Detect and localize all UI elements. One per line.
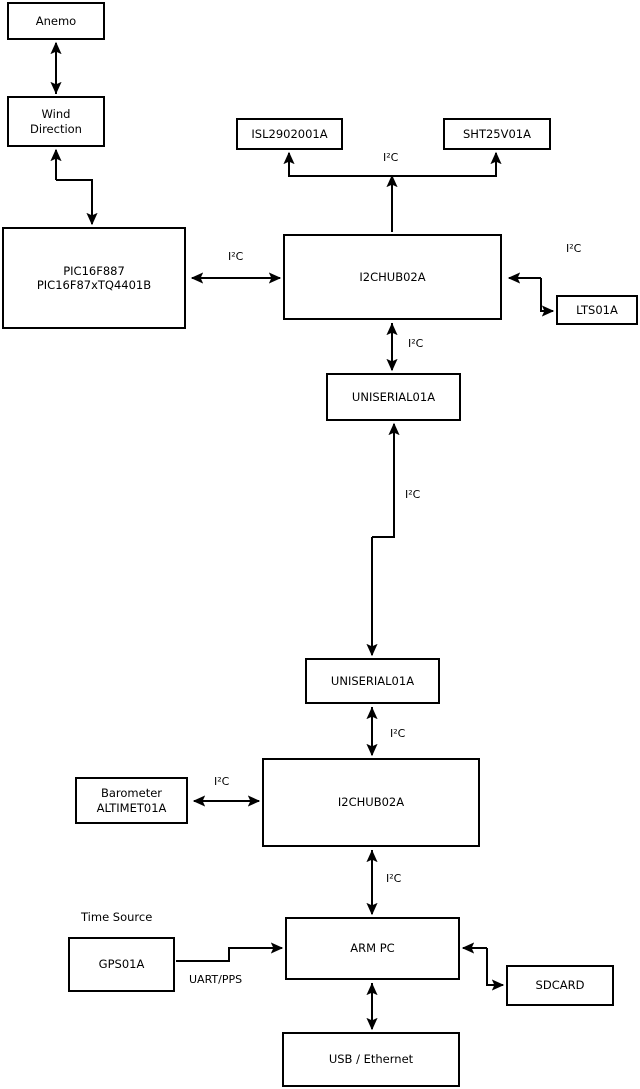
node-anemo-label: Anemo	[35, 13, 77, 28]
node-uniserial01a-upper[interactable]: UNISERIAL01A	[326, 373, 461, 421]
edge-armpc-to-sdcard	[486, 948, 505, 991]
node-i2chub02a-top[interactable]: I2CHUB02A	[283, 234, 502, 320]
node-isl2902001a-label: ISL2902001A	[251, 126, 328, 141]
edge-gps-to-armpc	[176, 942, 284, 962]
node-lts01a-label: LTS01A	[576, 302, 618, 317]
node-usb-ethernet-label: USB / Ethernet	[328, 1052, 414, 1067]
node-usb-ethernet[interactable]: USB / Ethernet	[282, 1032, 460, 1087]
node-sdcard-label: SDCARD	[535, 978, 585, 993]
edge-label-i2c-uniserial-link: I²C	[405, 488, 421, 501]
node-wind-direction-label: Wind Direction	[30, 107, 82, 136]
edge-wind-to-pic	[56, 179, 98, 226]
edge-hub-to-isl	[283, 151, 392, 177]
edge-label-i2c-hub-sensors: I²C	[383, 151, 399, 164]
edge-uniserial-link-up	[372, 422, 400, 538]
node-gps01a-label: GPS01A	[98, 957, 145, 972]
node-anemo[interactable]: Anemo	[7, 2, 105, 40]
edge-hub-to-sht	[392, 151, 502, 177]
label-time-source: Time Source	[81, 910, 153, 924]
node-wind-direction[interactable]: Wind Direction	[7, 96, 105, 147]
node-gps01a[interactable]: GPS01A	[68, 937, 175, 992]
node-i2chub02a-bottom[interactable]: I2CHUB02A	[262, 758, 480, 847]
node-pic-mcu-label: PIC16F887 PIC16F87xTQ4401B	[36, 263, 152, 292]
node-pic-mcu[interactable]: PIC16F887 PIC16F87xTQ4401B	[2, 227, 186, 329]
edge-label-i2c-hub-uniserial: I²C	[408, 337, 424, 350]
edge-label-i2c-hub2-armpc: I²C	[386, 872, 402, 885]
edge-label-i2c-uniserial-hub2: I²C	[390, 727, 406, 740]
node-isl2902001a[interactable]: ISL2902001A	[236, 118, 343, 150]
node-arm-pc[interactable]: ARM PC	[285, 917, 460, 980]
edge-label-i2c-pic-hub: I²C	[228, 250, 244, 263]
edge-label-i2c-baro-hub2: I²C	[214, 775, 230, 788]
node-uniserial01a-lower[interactable]: UNISERIAL01A	[305, 658, 440, 704]
node-lts01a[interactable]: LTS01A	[556, 295, 638, 325]
node-sht25v01a[interactable]: SHT25V01A	[443, 118, 551, 150]
node-i2chub02a-bottom-label: I2CHUB02A	[337, 795, 405, 810]
node-arm-pc-label: ARM PC	[350, 941, 395, 956]
node-sdcard[interactable]: SDCARD	[506, 965, 614, 1006]
edge-label-i2c-hub-lts: I²C	[566, 242, 582, 255]
edge-hub-to-lts	[540, 278, 555, 317]
node-sht25v01a-label: SHT25V01A	[463, 126, 531, 141]
node-uniserial01a-lower-label: UNISERIAL01A	[330, 673, 415, 688]
node-uniserial01a-upper-label: UNISERIAL01A	[351, 389, 436, 404]
node-barometer-altimet01a-label: Barometer ALTIMET01A	[96, 786, 167, 815]
node-barometer-altimet01a[interactable]: Barometer ALTIMET01A	[75, 777, 188, 824]
node-i2chub02a-top-label: I2CHUB02A	[359, 269, 426, 284]
edge-label-uart-pps: UART/PPS	[189, 973, 243, 986]
